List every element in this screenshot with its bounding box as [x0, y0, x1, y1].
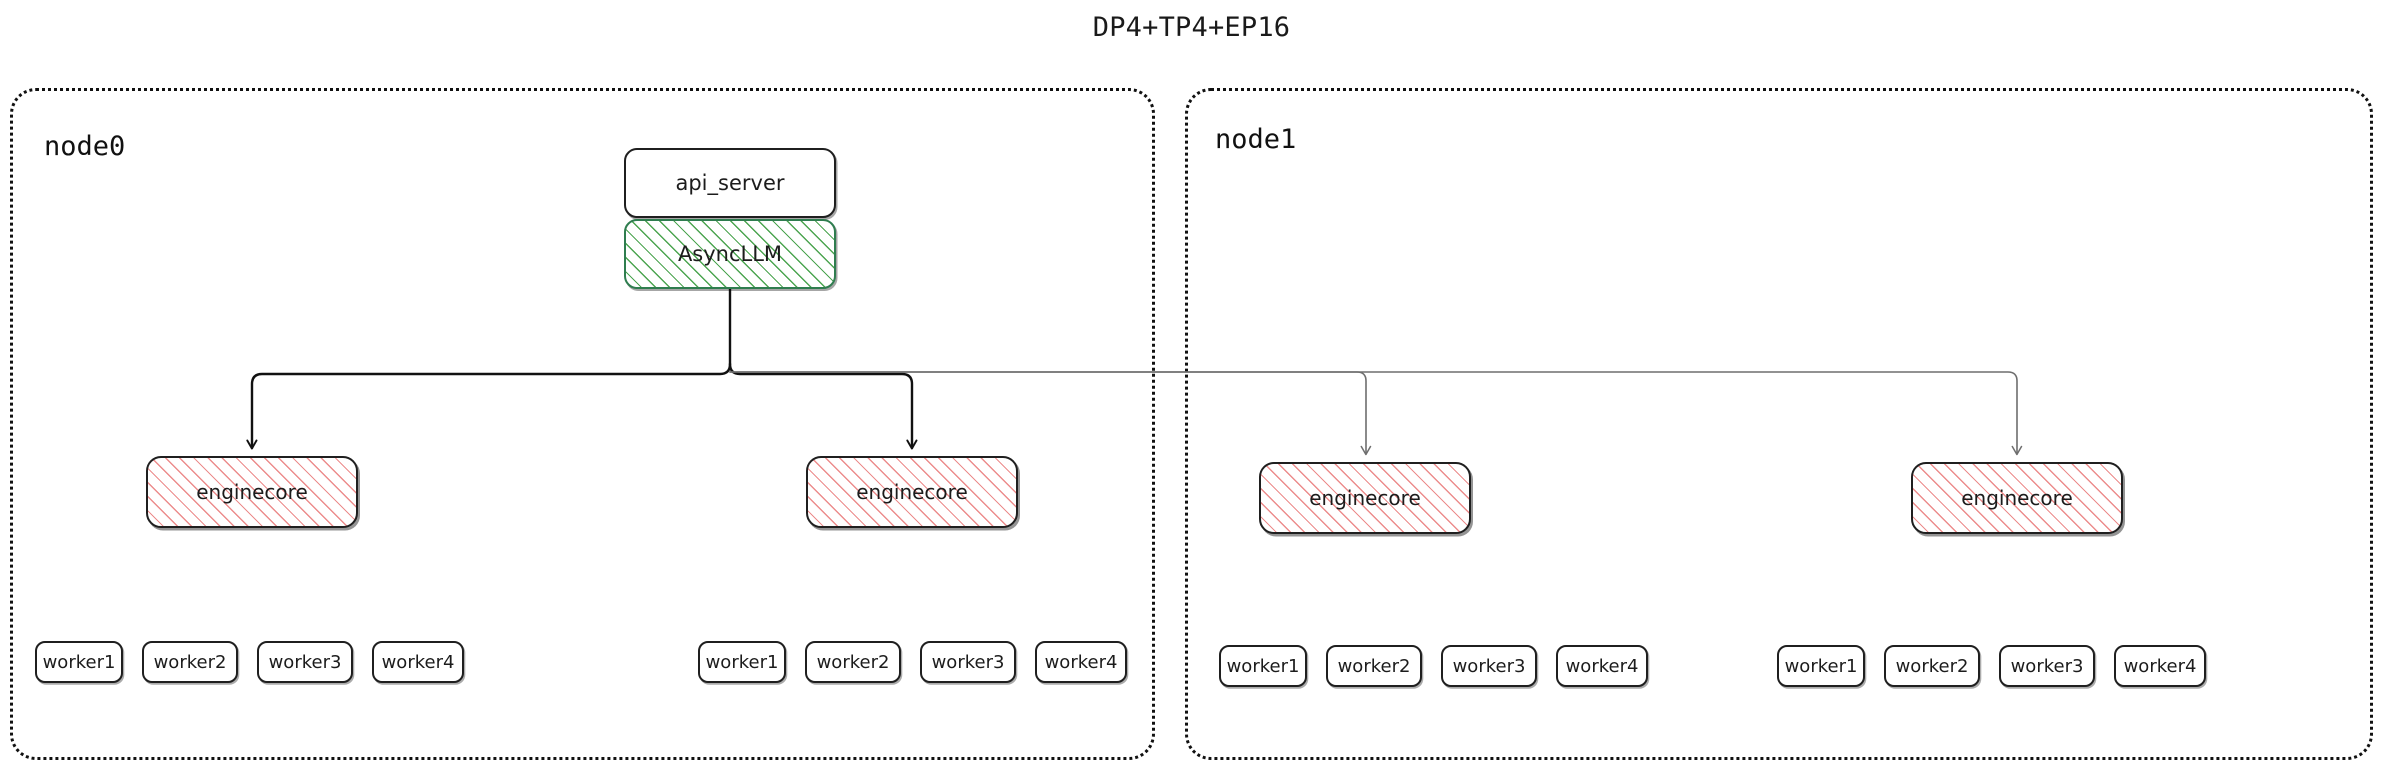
enginecore-box[interactable]: enginecore — [1911, 462, 2123, 534]
worker-box[interactable]: worker4 — [372, 641, 464, 683]
enginecore-box[interactable]: enginecore — [806, 456, 1018, 528]
worker-box[interactable]: worker4 — [1035, 641, 1127, 683]
worker-box[interactable]: worker2 — [1884, 645, 1980, 687]
worker-box[interactable]: worker1 — [1777, 645, 1865, 687]
enginecore-box[interactable]: enginecore — [1259, 462, 1471, 534]
api-server-box[interactable]: api_server — [624, 148, 836, 218]
worker-box[interactable]: worker3 — [1441, 645, 1537, 687]
asyncllm-box[interactable]: AsyncLLM — [624, 219, 836, 289]
worker-box[interactable]: worker1 — [35, 641, 123, 683]
worker-box[interactable]: worker3 — [1999, 645, 2095, 687]
worker-box[interactable]: worker1 — [1219, 645, 1307, 687]
diagram-title: DP4+TP4+EP16 — [1092, 12, 1291, 43]
worker-box[interactable]: worker4 — [2114, 645, 2206, 687]
worker-box[interactable]: worker1 — [698, 641, 786, 683]
node-label-node0: node0 — [44, 131, 126, 162]
worker-box[interactable]: worker3 — [920, 641, 1016, 683]
enginecore-box[interactable]: enginecore — [146, 456, 358, 528]
worker-box[interactable]: worker3 — [257, 641, 353, 683]
worker-box[interactable]: worker2 — [805, 641, 901, 683]
worker-box[interactable]: worker4 — [1556, 645, 1648, 687]
node-label-node1: node1 — [1215, 124, 1297, 155]
worker-box[interactable]: worker2 — [142, 641, 238, 683]
worker-box[interactable]: worker2 — [1326, 645, 1422, 687]
